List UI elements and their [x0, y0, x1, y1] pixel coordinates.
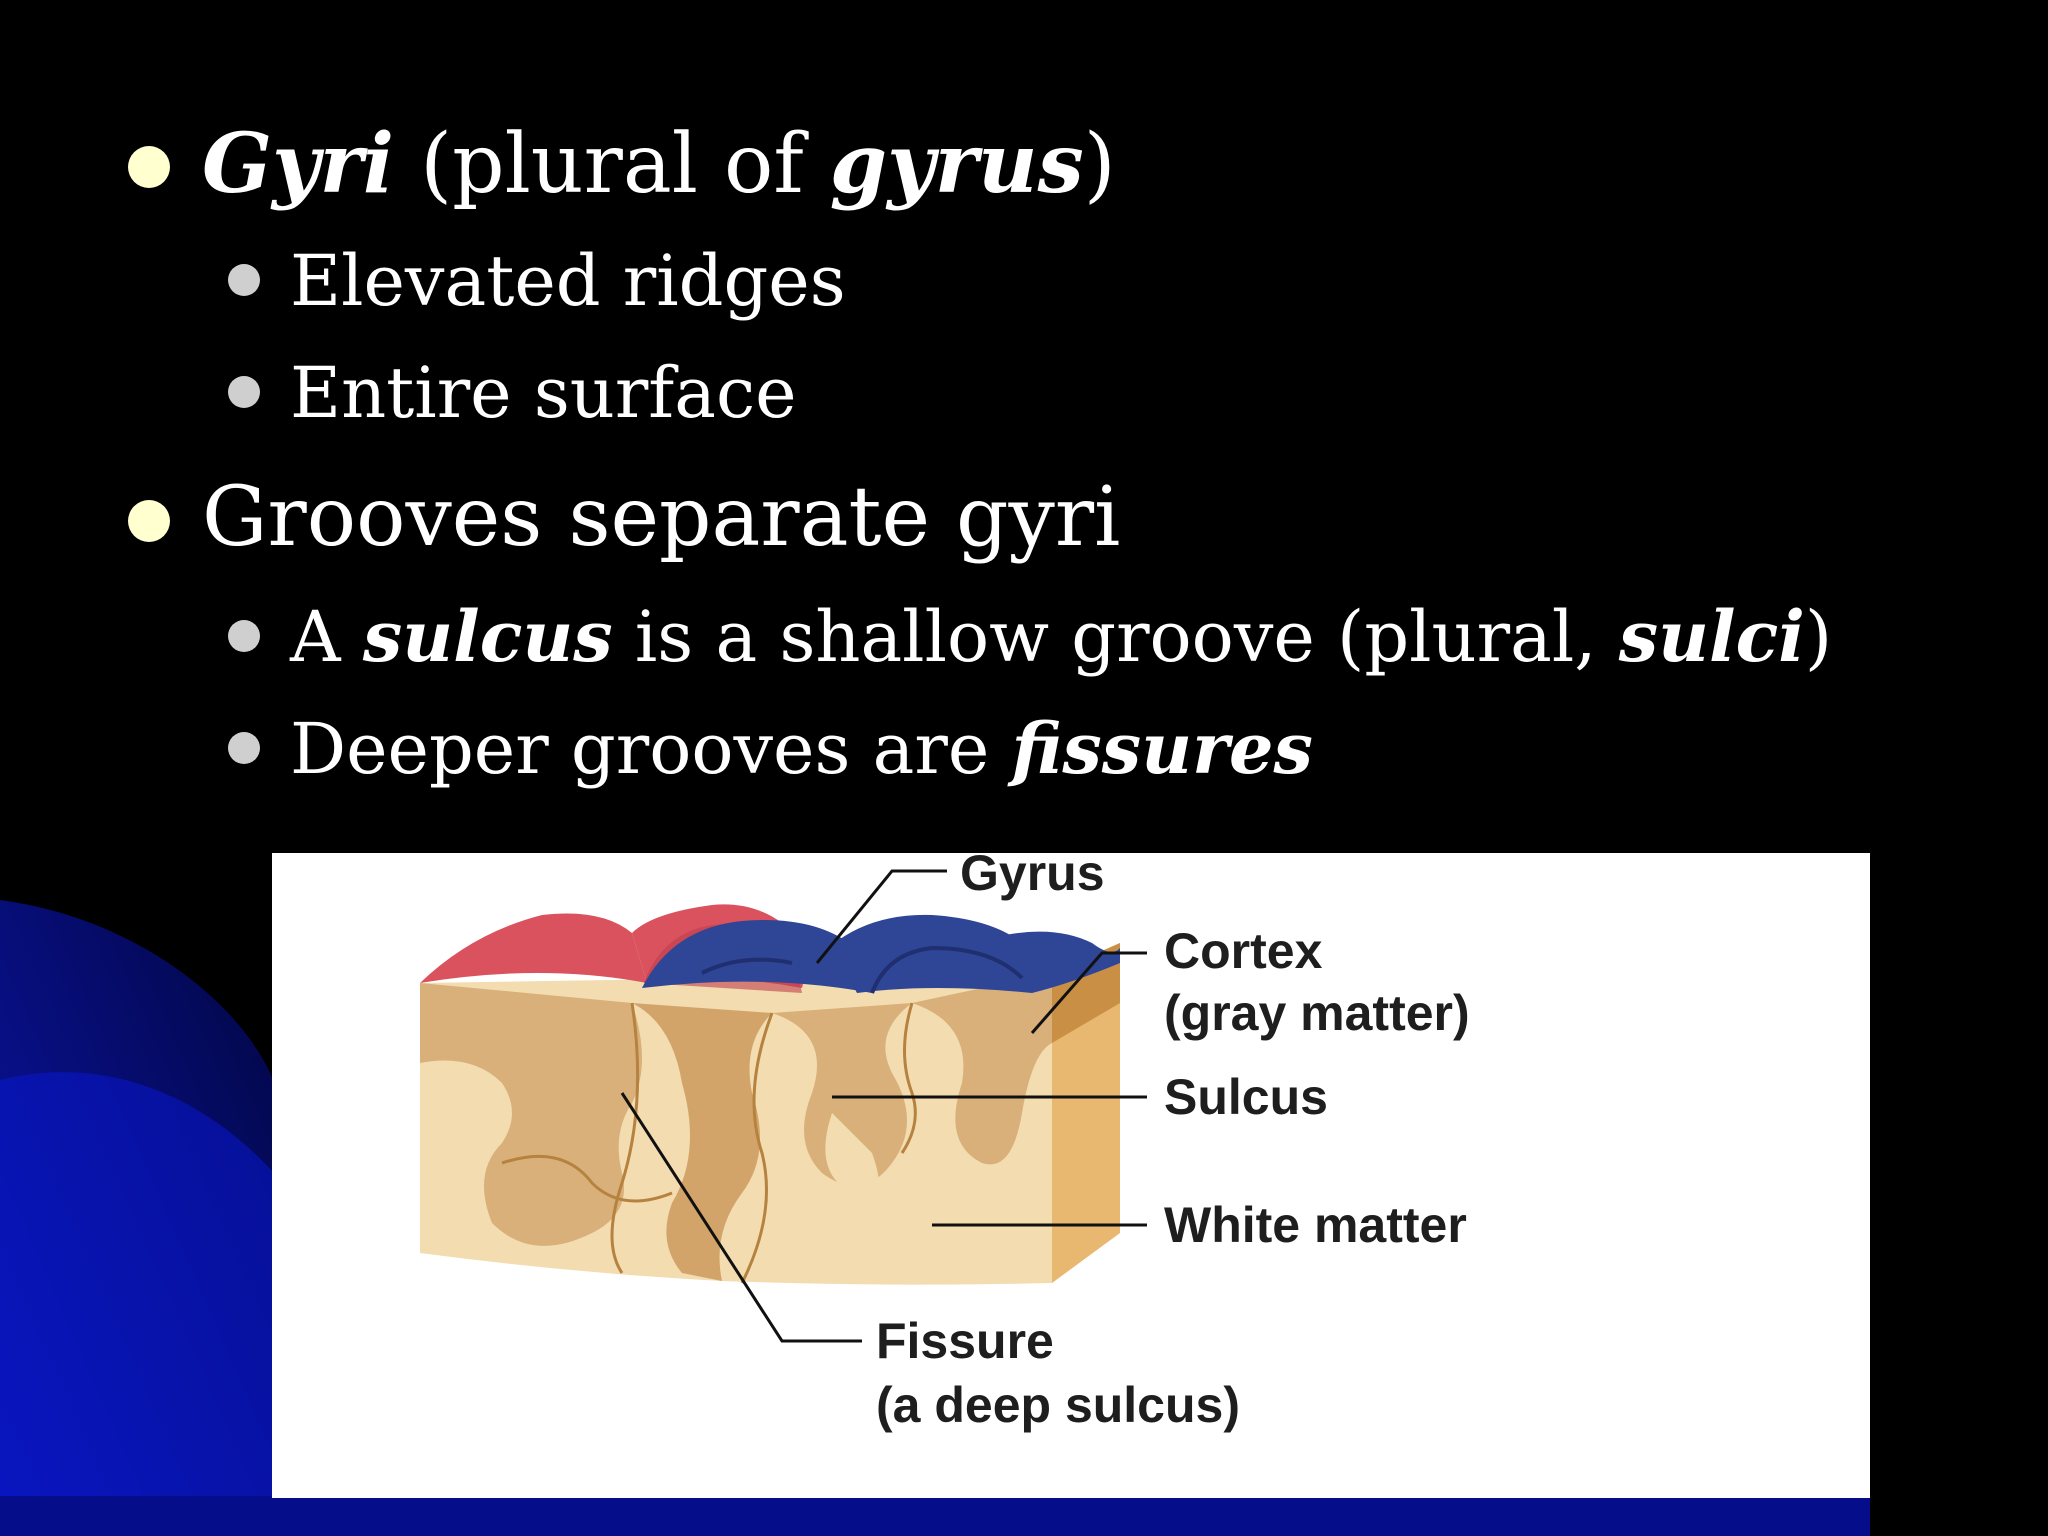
bullet-text: )	[1804, 596, 1833, 678]
label-deep-sulcus: (a deep sulcus)	[876, 1377, 1240, 1433]
bullet-text: (plural of	[394, 117, 830, 212]
bullet-grooves: Grooves separate gyri	[128, 468, 1121, 568]
bullet-text: Deeper grooves are	[290, 708, 1012, 790]
bullet-text: Grooves separate gyri	[202, 470, 1121, 565]
bullet-dot-icon	[228, 264, 260, 296]
label-gray-matter: (gray matter)	[1164, 985, 1470, 1041]
bullet-text: is a shallow groove (plural,	[612, 596, 1619, 678]
term-gyrus: gyrus	[829, 116, 1084, 212]
label-sulcus: Sulcus	[1164, 1069, 1328, 1125]
label-cortex: Cortex	[1164, 923, 1323, 979]
bullet-fissures: Deeper grooves are fissures	[228, 704, 1313, 794]
bullet-text: A	[290, 596, 363, 678]
bullet-text: Elevated ridges	[290, 240, 846, 322]
term-sulci: sulci	[1618, 595, 1805, 678]
bullet-gyri: Gyri (plural of gyrus)	[128, 114, 1116, 215]
term-fissures: fissures	[1011, 707, 1313, 790]
brain-cortex-diagram: Gyrus Cortex (gray matter) Sulcus White …	[272, 853, 1870, 1498]
label-fissure: Fissure	[876, 1313, 1054, 1369]
bullet-elevated-ridges: Elevated ridges	[228, 236, 846, 326]
term-sulcus: sulcus	[362, 595, 613, 678]
bullet-text: )	[1083, 117, 1116, 212]
bullet-dot-icon	[228, 732, 260, 764]
bullet-dot-icon	[228, 620, 260, 652]
bullet-dot-icon	[128, 146, 170, 188]
bullet-dot-icon	[228, 376, 260, 408]
bullet-text: Entire surface	[290, 352, 797, 434]
label-gyrus: Gyrus	[960, 853, 1105, 901]
term-gyri: Gyri	[202, 116, 395, 212]
label-white-matter: White matter	[1164, 1197, 1467, 1253]
bullet-dot-icon	[128, 500, 170, 542]
bullet-entire-surface: Entire surface	[228, 348, 797, 438]
bullet-sulcus: A sulcus is a shallow groove (plural, su…	[228, 592, 1833, 682]
cortex-cross-section-illustration	[420, 869, 1147, 1343]
